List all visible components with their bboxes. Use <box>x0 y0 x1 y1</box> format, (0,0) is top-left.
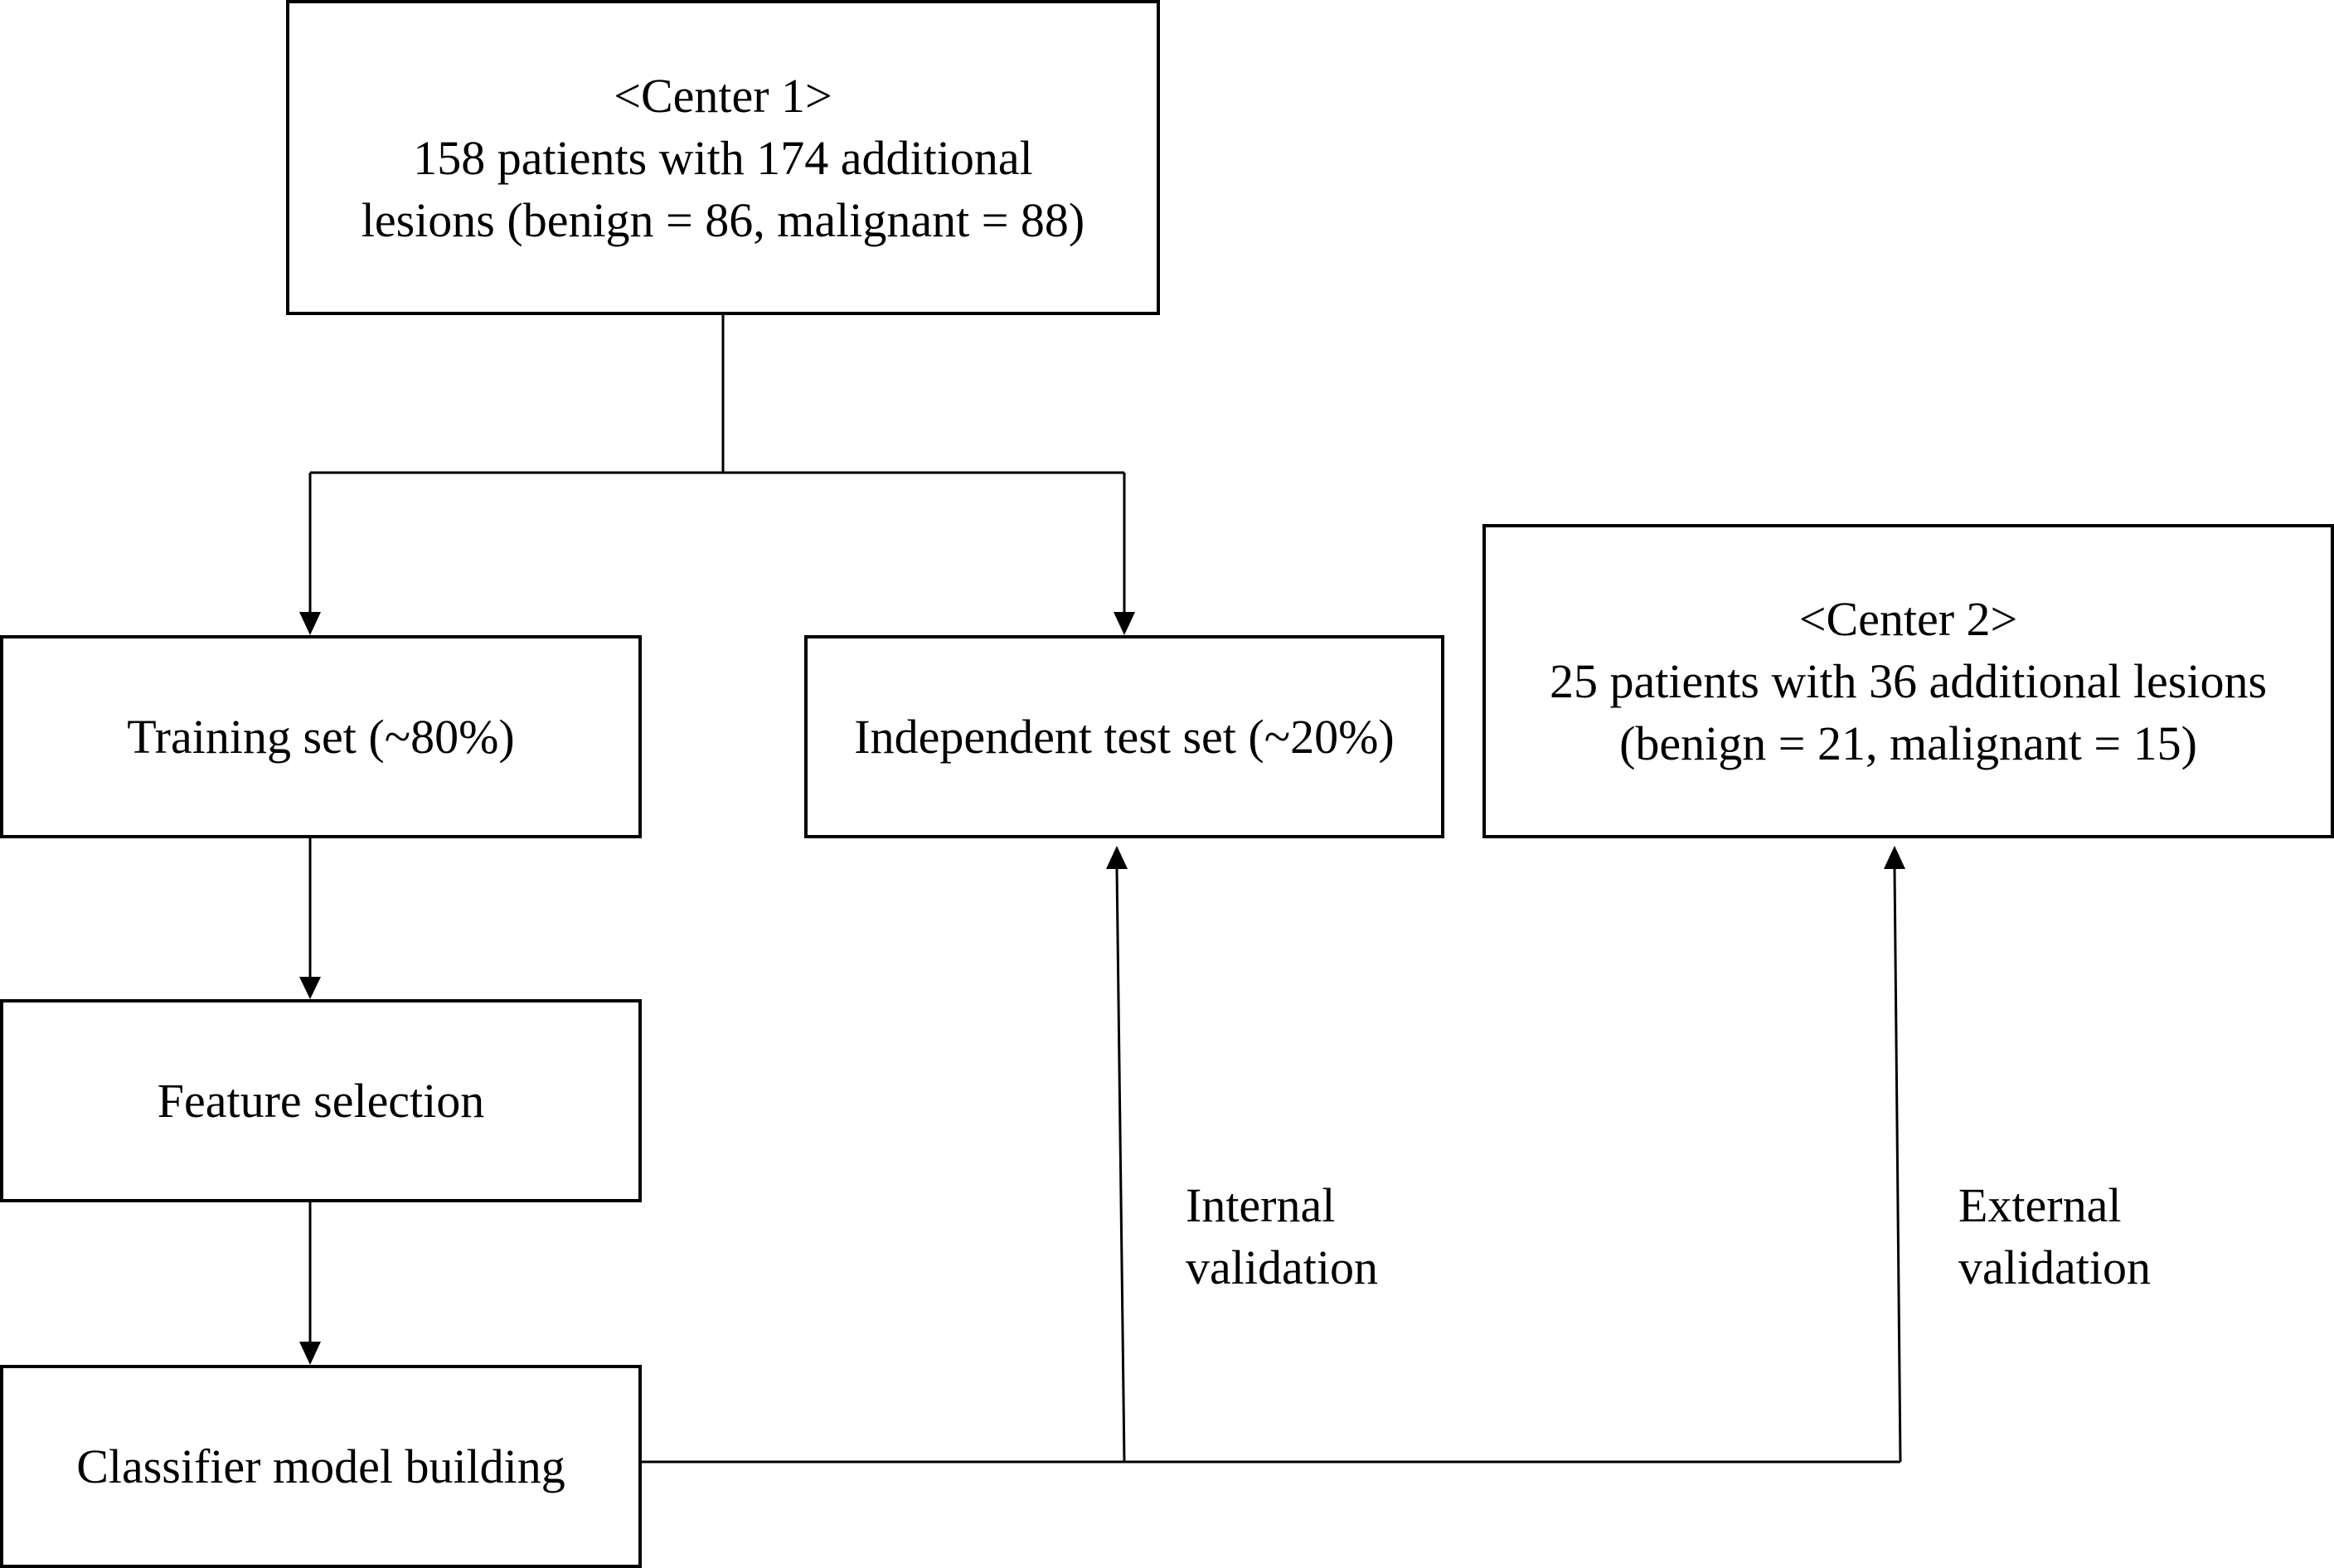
internal-validation-line1: Internal <box>1186 1178 1336 1232</box>
test-set-label: Independent test set (~20%) <box>854 710 1395 764</box>
internal-validation-line2: validation <box>1186 1240 1378 1294</box>
center1-line1: 158 patients with 174 additional <box>413 130 1033 185</box>
center2-line1: 25 patients with 36 additional lesions <box>1549 654 2268 708</box>
arrowhead-internal <box>1106 846 1128 869</box>
center1-line2: lesions (benign = 86, malignant = 88) <box>361 192 1085 247</box>
feature-selection-box: Feature selection <box>0 999 642 1202</box>
classifier-label: Classifier model building <box>76 1439 565 1493</box>
external-validation-line2: validation <box>1958 1240 2151 1294</box>
center2-line2: (benign = 21, malignant = 15) <box>1619 716 2197 770</box>
internal-validation-label: Internal validation <box>1186 1174 1378 1299</box>
training-set-label: Training set (~80%) <box>127 710 515 764</box>
center1-title: <Center 1> <box>614 68 832 123</box>
feature-selection-label: Feature selection <box>157 1074 485 1128</box>
arrowhead-training <box>299 612 321 635</box>
center2-box: <Center 2> 25 patients with 36 additiona… <box>1482 524 2334 838</box>
test-set-box: Independent test set (~20%) <box>804 635 1444 838</box>
external-validation-line <box>1893 868 1902 1463</box>
center1-box: <Center 1> 158 patients with 174 additio… <box>286 0 1160 315</box>
classifier-box: Classifier model building <box>0 1365 642 1568</box>
training-set-box: Training set (~80%) <box>0 635 642 838</box>
arrowhead-test <box>1114 612 1135 635</box>
arrowhead-classifier <box>299 1342 321 1365</box>
arrowhead-external <box>1884 846 1905 869</box>
external-validation-label: External validation <box>1958 1174 2151 1299</box>
internal-validation-line <box>1115 868 1126 1463</box>
center2-title: <Center 2> <box>1798 592 2018 646</box>
arrowhead-feature <box>299 977 321 999</box>
external-validation-line1: External <box>1958 1178 2122 1232</box>
